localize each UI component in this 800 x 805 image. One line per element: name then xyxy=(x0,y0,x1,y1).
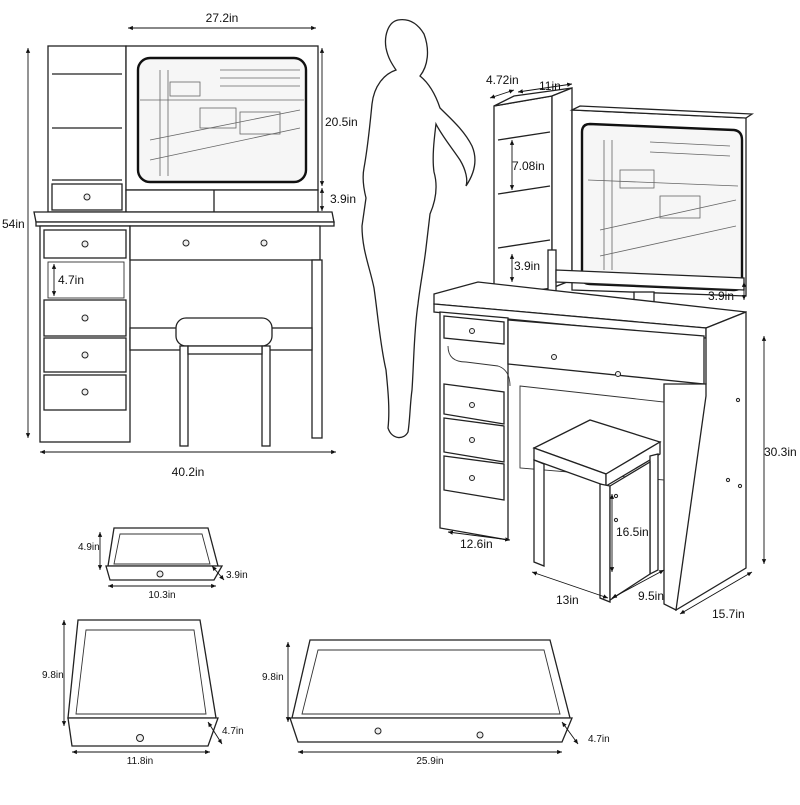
knob-icon xyxy=(469,402,475,408)
front-stool-cushion xyxy=(175,317,273,347)
persp-stool xyxy=(532,419,662,603)
label-mirror-height: 20.5in xyxy=(325,115,358,129)
knob-icon xyxy=(156,570,164,578)
knob-icon xyxy=(476,731,484,739)
knob-icon xyxy=(551,354,557,360)
knob-icon xyxy=(81,314,89,322)
drawer-medium: 9.8in 4.7in 11.8in xyxy=(42,619,244,767)
knob-icon xyxy=(81,351,89,359)
front-desktop xyxy=(33,211,335,223)
knob-icon xyxy=(81,240,89,248)
persp-mirror-reflection xyxy=(587,140,739,270)
label-side-width: 11in xyxy=(539,79,561,93)
label-mirror-depth: 3.9in xyxy=(708,289,734,303)
front-mirror-shelf xyxy=(125,189,319,213)
persp-open-shelf xyxy=(447,345,511,387)
label-cabinet-depth: 12.6in xyxy=(460,537,493,551)
front-dimensions: 27.2in 20.5in 3.9in 54in 4.7in 40.2in xyxy=(2,11,358,479)
label-drawer3-width: 25.9in xyxy=(416,756,443,767)
front-right-leg xyxy=(311,259,323,439)
label-drawer3-depth: 4.7in xyxy=(588,734,610,745)
knob-icon xyxy=(469,328,475,334)
front-stool xyxy=(175,317,273,447)
label-small-drawer-height: 3.9in xyxy=(514,259,540,273)
label-drawer1-height: 4.9in xyxy=(78,542,100,553)
perspective-dimensions: 4.72in 11in 7.08in 3.9in 3.9in 30.3in 12… xyxy=(447,73,797,621)
front-mirror xyxy=(136,56,308,184)
label-shelf-spacing: 7.08in xyxy=(512,159,545,173)
knob-icon xyxy=(83,193,91,201)
knob-icon xyxy=(615,371,621,377)
drawer-wide: 9.8in 4.7in 25.9in xyxy=(262,639,610,767)
knob-icon xyxy=(469,475,475,481)
knob-icon xyxy=(136,734,144,742)
knob-icon xyxy=(81,388,89,396)
mirror-reflection-sketch xyxy=(140,69,304,176)
persp-mirror xyxy=(580,122,744,292)
label-drawer1-width: 10.3in xyxy=(148,590,175,601)
label-desk-width: 40.2in xyxy=(172,465,205,479)
label-desk-height: 30.3in xyxy=(764,445,797,459)
label-drawer2-width: 11.8in xyxy=(127,756,154,767)
label-side-opening: 4.7in xyxy=(58,273,84,287)
label-drawer2-depth: 4.7in xyxy=(222,726,244,737)
label-drawer3-height: 9.8in xyxy=(262,672,284,683)
perspective-view xyxy=(433,87,755,612)
front-center-drawer xyxy=(129,225,321,261)
label-shelf-drawer-height: 3.9in xyxy=(330,192,356,206)
knob-icon xyxy=(469,437,475,443)
knob-icon xyxy=(374,727,382,735)
label-desk-depth: 15.7in xyxy=(712,607,745,621)
knob-icon xyxy=(182,239,190,247)
label-stool-width: 13in xyxy=(556,593,579,607)
label-front-width: 27.2in xyxy=(206,11,239,25)
drawer-small: 4.9in 3.9in 10.3in xyxy=(78,527,248,601)
label-stool-depth: 9.5in xyxy=(638,589,664,603)
label-stool-height: 16.5in xyxy=(616,525,649,539)
label-drawer2-height: 9.8in xyxy=(42,670,64,681)
label-side-depth: 4.72in xyxy=(486,73,519,87)
knob-icon xyxy=(260,239,268,247)
label-total-height: 54in xyxy=(2,217,25,231)
label-drawer1-depth: 3.9in xyxy=(226,570,248,581)
front-open-shelf xyxy=(47,261,125,299)
person-silhouette xyxy=(361,18,476,439)
front-view xyxy=(33,45,335,447)
